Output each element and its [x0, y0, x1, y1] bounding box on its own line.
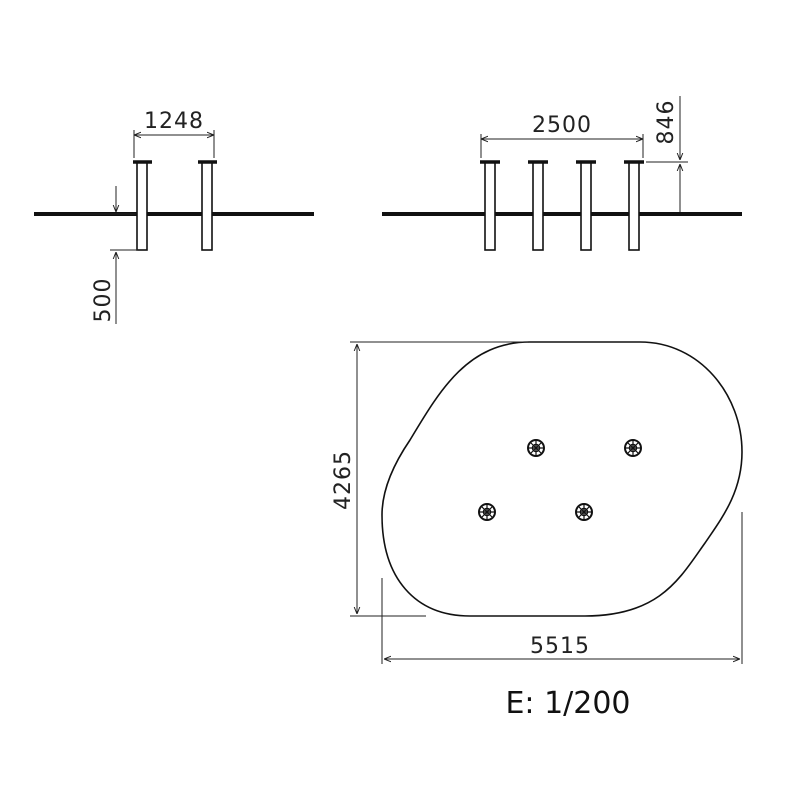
post-footprint — [478, 503, 496, 521]
dimension-label-500: 500 — [91, 278, 116, 323]
post — [136, 161, 148, 251]
post — [484, 161, 496, 251]
post — [201, 161, 213, 251]
post-footprint — [575, 503, 593, 521]
plan-outline — [381, 341, 743, 617]
dimension-label-2500: 2500 — [532, 113, 592, 138]
post — [580, 161, 592, 251]
side-view-left: 1248 500 — [34, 109, 314, 324]
post-footprint — [527, 439, 545, 457]
plan-view: 4265 5515 — [331, 341, 743, 664]
dimension-label-4265: 4265 — [331, 450, 356, 510]
post — [532, 161, 544, 251]
post-footprint — [624, 439, 642, 457]
post — [628, 161, 640, 251]
dimension-label-1248: 1248 — [144, 109, 204, 134]
side-view-right: 2500 846 — [382, 96, 742, 251]
scale-label: E: 1/200 — [505, 686, 630, 721]
dimension-label-5515: 5515 — [530, 634, 590, 659]
dimension-label-846: 846 — [654, 100, 679, 145]
